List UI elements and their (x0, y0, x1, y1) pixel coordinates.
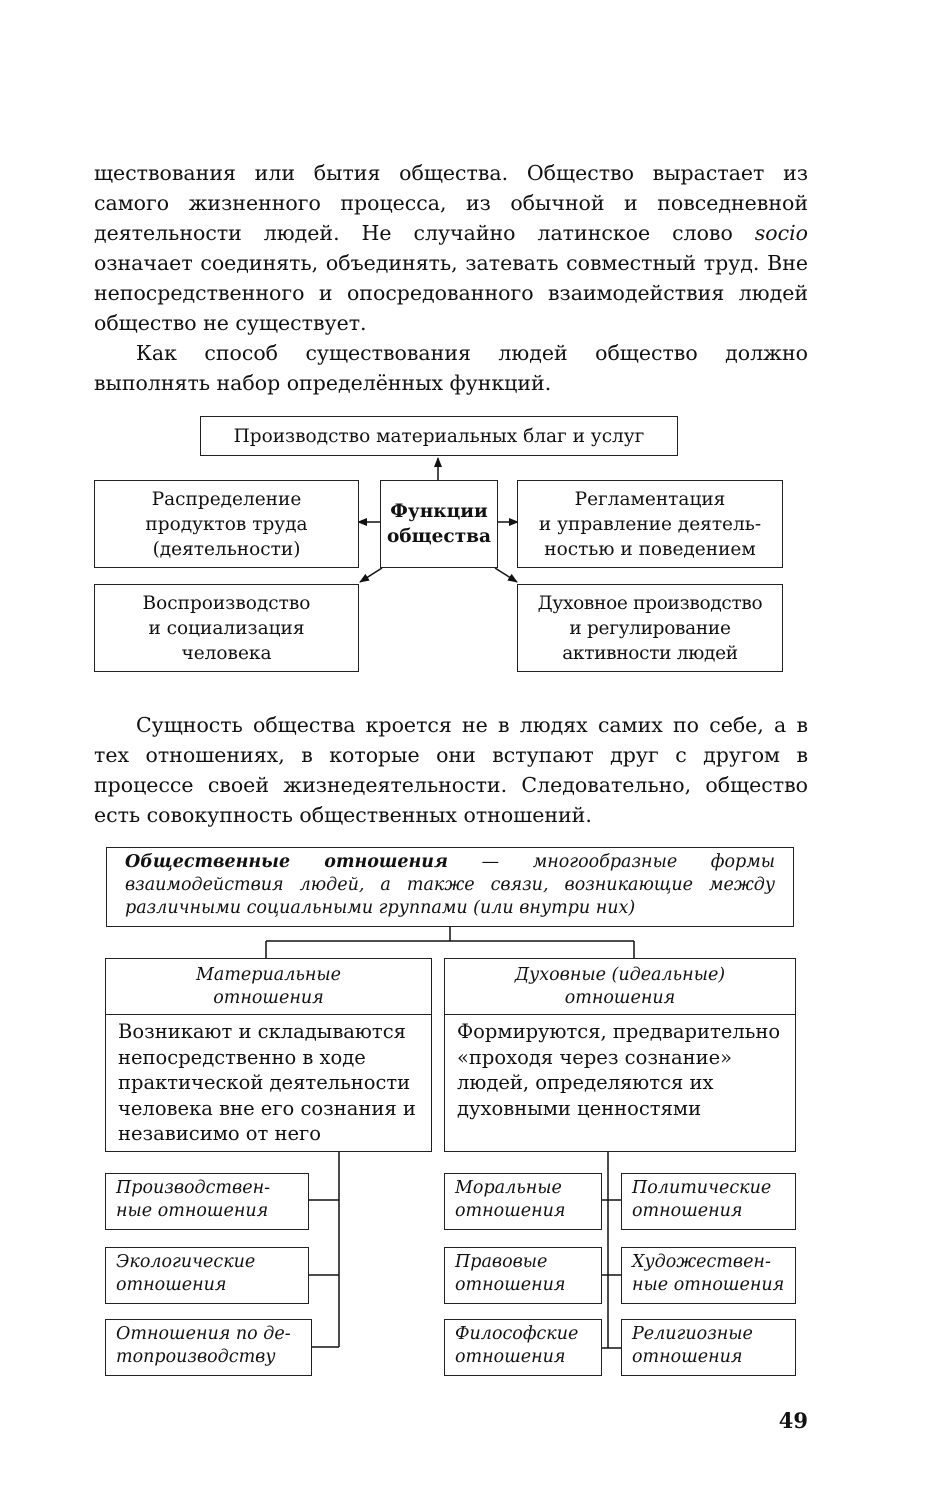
ecological-relations-line-1: Экологические (116, 1252, 256, 1272)
artistic-relations-box: Художествен- ные отношения (621, 1247, 796, 1304)
function-reproduction-line-2: и социализация (148, 617, 305, 639)
ecological-relations-line-2: отношения (116, 1275, 227, 1295)
functions-center-line-2: общества (386, 526, 492, 547)
religious-relations-line-1: Религиозные (632, 1324, 753, 1344)
paragraph-3: Сущность общества кроется не в людях сам… (94, 713, 808, 827)
religious-relations-line-2: отношения (632, 1347, 743, 1367)
relations-definition-term: Общественные отношения (125, 852, 448, 872)
spiritual-head-line-1: Духовные (идеальные) (514, 964, 726, 985)
spiritual-relations-description: Формируются, предварительно «проходя чер… (444, 1014, 796, 1152)
artistic-relations-line-2: ные отношения (632, 1275, 785, 1295)
spiritual-head-line-2: отношения (564, 987, 676, 1008)
function-distribution-box: Распределение продуктов труда (деятельно… (94, 480, 359, 568)
legal-relations-line-2: отношения (455, 1275, 566, 1295)
function-production-box: Производство материальных благ и услуг (200, 416, 678, 456)
political-relations-box: Политические отношения (621, 1173, 796, 1230)
spiritual-relations-head: Духовные (идеальные) отношения (444, 958, 796, 1015)
function-spiritual-box: Духовное производство и регулирование ак… (517, 584, 783, 672)
function-distribution-line-2: продуктов труда (145, 513, 308, 535)
reproduction-relations-line-2: топроизводству (116, 1347, 276, 1367)
paragraph-1-text-b: означает соединять, объединять, затевать… (94, 251, 808, 335)
relations-definition-box: Общественные отношения — многообразные ф… (106, 847, 794, 927)
material-head-line-1: Материальные (195, 964, 342, 985)
material-relations-description: Возникают и складываются непосредственно… (105, 1014, 432, 1152)
material-head-line-2: отношения (213, 987, 324, 1008)
function-reproduction-line-3: человека (181, 642, 272, 664)
moral-relations-line-1: Моральные (455, 1178, 562, 1198)
functions-center-line-1: Функции (390, 501, 488, 522)
religious-relations-box: Религиозные отношения (621, 1319, 796, 1376)
philosophical-relations-box: Философские отношения (444, 1319, 602, 1376)
function-spiritual-line-2: и регулирование (569, 617, 731, 639)
function-regulation-line-3: ностью и поведением (544, 538, 756, 560)
paragraph-1-socio: socio (754, 221, 808, 245)
production-relations-line-1: Производствен- (116, 1178, 271, 1198)
function-regulation-box: Регламентация и управление деятель- ност… (517, 480, 783, 568)
reproduction-relations-line-1: Отношения по де- (116, 1324, 291, 1344)
reproduction-relations-box: Отношения по де- топроизводству (105, 1319, 312, 1376)
political-relations-line-2: отношения (632, 1201, 743, 1221)
moral-relations-line-2: отношения (455, 1201, 566, 1221)
legal-relations-line-1: Правовые (455, 1252, 548, 1272)
function-reproduction-box: Воспроизводство и социализация человека (94, 584, 359, 672)
artistic-relations-line-1: Художествен- (632, 1252, 771, 1272)
paragraph-1-text-a: ществования или бытия общества. Общество… (94, 161, 808, 245)
paragraph-1: ществования или бытия общества. Общество… (94, 158, 808, 338)
function-regulation-line-2: и управление деятель- (538, 513, 762, 535)
function-reproduction-line-1: Воспроизводство (142, 592, 311, 614)
function-production-label: Производство материальных благ и услуг (233, 425, 645, 447)
moral-relations-box: Моральные отношения (444, 1173, 602, 1230)
function-distribution-line-1: Распределение (151, 488, 302, 510)
legal-relations-box: Правовые отношения (444, 1247, 602, 1304)
page-number: 49 (778, 1408, 808, 1433)
political-relations-line-1: Политические (632, 1178, 772, 1198)
function-spiritual-line-3: активности людей (562, 642, 738, 664)
paragraph-2: Как способ существования людей общество … (94, 341, 808, 395)
production-relations-line-2: ные отношения (116, 1201, 269, 1221)
ecological-relations-box: Экологические отношения (105, 1247, 309, 1304)
philosophical-relations-line-2: отношения (455, 1347, 566, 1367)
material-relations-head: Материальные отношения (105, 958, 432, 1015)
functions-center-box: Функции общества (380, 480, 498, 568)
function-spiritual-line-1: Духовное производство (537, 592, 763, 614)
function-distribution-line-3: (деятельности) (152, 538, 301, 560)
production-relations-box: Производствен- ные отношения (105, 1173, 309, 1230)
philosophical-relations-line-1: Философские (455, 1324, 579, 1344)
relations-definition-text: — многообразные формы взаимодействия люд… (125, 852, 775, 918)
function-regulation-line-1: Регламентация (574, 488, 726, 510)
